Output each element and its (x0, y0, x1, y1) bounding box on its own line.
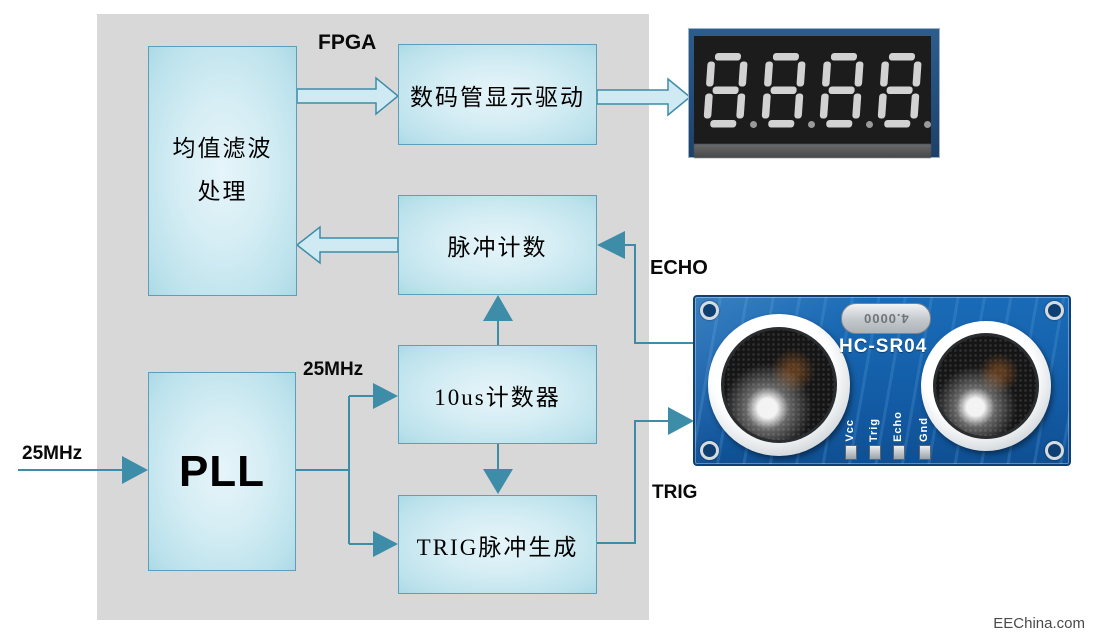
pll-clock-label: 25MHz (303, 359, 364, 380)
input-clock-label: 25MHz (22, 443, 83, 464)
block-us10-counter: 10us计数器 (398, 345, 597, 444)
trig-signal-label: TRIG (652, 482, 698, 503)
pin-label: Vcc (844, 419, 856, 442)
pin-pad (893, 445, 905, 460)
pin-label: Gnd (918, 417, 930, 442)
pin-label: Echo (892, 411, 904, 442)
block-us10-counter-label: 10us计数器 (434, 384, 561, 410)
pin-pad (919, 445, 931, 460)
seven-segment-bottom-strip (694, 144, 931, 158)
mounting-hole-icon (1045, 441, 1064, 460)
crystal-marking: 4.0000 (863, 311, 909, 326)
seven-segment-face (694, 36, 931, 144)
pin-pad (845, 445, 857, 460)
pin-label: Trig (868, 417, 880, 442)
sensor-pin-trig: Trig (867, 340, 881, 460)
ultrasonic-receiver (921, 321, 1051, 451)
transducer-mesh (721, 327, 837, 443)
transducer-mesh (933, 333, 1039, 439)
block-trig-gen-label: TRIG脉冲生成 (416, 534, 579, 560)
display-digit (760, 48, 815, 132)
mounting-hole-icon (700, 301, 719, 320)
seven-segment-display-photo (688, 28, 940, 158)
display-digit (818, 48, 873, 132)
mounting-hole-icon (1045, 301, 1064, 320)
pin-pad (869, 445, 881, 460)
arrowhead-trig-into-sensor (668, 407, 694, 435)
block-pll: PLL (148, 372, 296, 571)
block-mean-filter-label: 均值滤波 处理 (172, 136, 273, 204)
block-mean-filter: 均值滤波 处理 (148, 46, 297, 296)
block-trig-gen: TRIG脉冲生成 (398, 495, 597, 594)
mounting-hole-icon (700, 441, 719, 460)
echo-signal-label: ECHO (650, 257, 708, 279)
sensor-pin-gnd: Gnd (917, 340, 931, 460)
hcsr04-sensor-photo: 4.0000 HC-SR04 Vcc Trig Echo Gnd (693, 295, 1071, 466)
display-digit (702, 48, 757, 132)
sensor-pin-vcc: Vcc (843, 340, 857, 460)
sensor-model-label: HC-SR04 (839, 336, 928, 357)
block-pulse-counter: 脉冲计数 (398, 195, 597, 295)
block-display-driver: 数码管显示驱动 (398, 44, 597, 145)
watermark: EEChina.com (993, 615, 1085, 632)
ultrasonic-transmitter (708, 314, 850, 456)
block-pll-label: PLL (178, 446, 266, 496)
sensor-pin-echo: Echo (891, 340, 905, 460)
display-digit (876, 48, 931, 132)
block-pulse-counter-label: 脉冲计数 (447, 235, 548, 260)
crystal-oscillator: 4.0000 (841, 303, 931, 334)
block-display-driver-label: 数码管显示驱动 (410, 84, 585, 110)
fpga-region-label: FPGA (318, 31, 377, 54)
